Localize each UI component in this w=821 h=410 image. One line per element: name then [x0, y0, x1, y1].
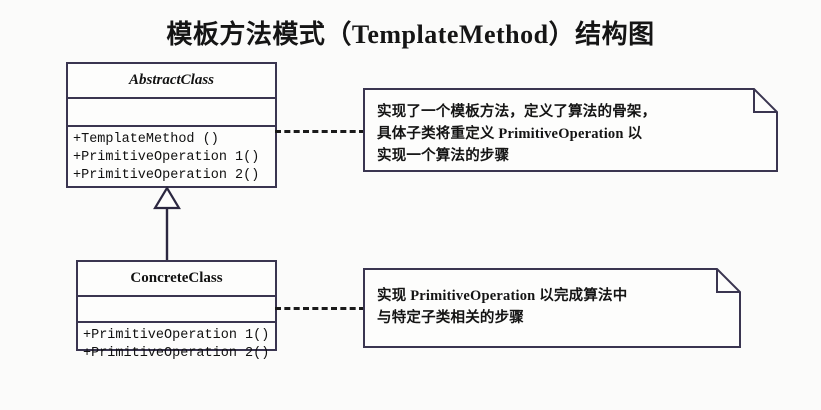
uml-note-abstractclass[interactable]: 实现了一个模板方法，定义了算法的骨架， 具体子类将重定义 PrimitiveOp… [363, 88, 778, 172]
uml-note-concreteclass[interactable]: 实现 PrimitiveOperation 以完成算法中 与特定子类相关的步骤 [363, 268, 741, 348]
operation-row: +PrimitiveOperation 2() [73, 167, 260, 183]
operation-row: +TemplateMethod () [73, 132, 219, 147]
note-connector-concreteclass [275, 307, 365, 310]
class-attributes-concreteclass [78, 295, 275, 321]
note-shape-icon [363, 88, 778, 172]
page-title: 模板方法模式（TemplateMethod）结构图 [166, 20, 655, 49]
operation-row: +PrimitiveOperation 2() [83, 345, 270, 361]
uml-class-concreteclass[interactable]: ConcreteClass +PrimitiveOperation 1() +P… [76, 260, 277, 361]
class-name-concreteclass: ConcreteClass [130, 270, 223, 286]
note-shape-icon [363, 268, 741, 348]
note-text-concreteclass: 实现 PrimitiveOperation 以完成算法中 与特定子类相关的步骤 [377, 288, 628, 326]
class-name-abstractclass: AbstractClass [128, 72, 215, 88]
operation-row: +PrimitiveOperation 1() [73, 149, 260, 165]
operation-row: +PrimitiveOperation 1() [83, 328, 270, 343]
class-attributes-abstractclass [68, 97, 275, 125]
generalization-arrow-icon [153, 186, 181, 262]
class-operations-concreteclass: +PrimitiveOperation 1() +PrimitiveOperat… [78, 321, 275, 368]
note-text-abstractclass: 实现了一个模板方法，定义了算法的骨架， 具体子类将重定义 PrimitiveOp… [377, 104, 657, 164]
uml-class-abstractclass[interactable]: AbstractClass +TemplateMethod () +Primit… [66, 62, 277, 188]
note-connector-abstractclass [275, 130, 365, 133]
class-operations-abstractclass: +TemplateMethod () +PrimitiveOperation 1… [68, 125, 275, 189]
